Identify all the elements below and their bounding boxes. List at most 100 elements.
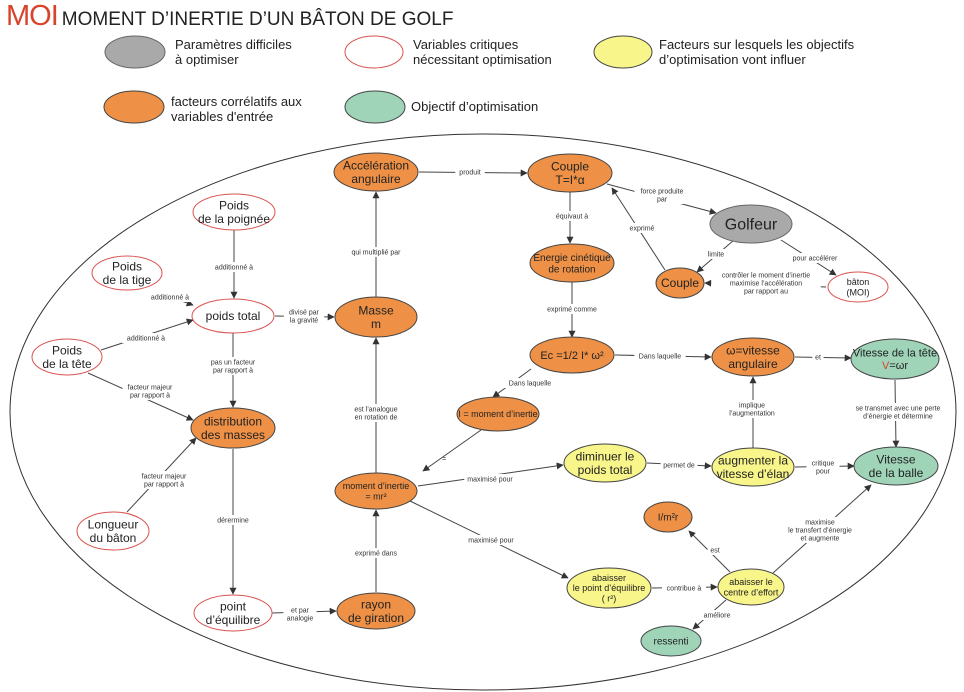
- node-shape-dimin: [563, 443, 647, 483]
- edge-label-11-0: divisé par: [289, 310, 320, 317]
- node-ptotal: poids total: [191, 298, 275, 334]
- edge-label-bg-20: [724, 400, 780, 418]
- node-shape-ec: [529, 336, 615, 374]
- node-shape-longueur: [76, 511, 150, 551]
- edge-3: exprimé: [611, 187, 666, 271]
- node-label-point-0: point: [220, 599, 247, 613]
- edge-label-25-1: par rapport à: [144, 482, 184, 489]
- node-imoment: I = moment d’inertie: [456, 396, 540, 432]
- node-label-masse-1: m: [371, 317, 381, 331]
- edge-label-6-2: par rapport au: [744, 289, 788, 296]
- edge-label-bg-11: [283, 307, 325, 325]
- edge-label-bg-28: [352, 548, 400, 558]
- node-imr: I/m²r: [643, 501, 693, 533]
- edge-label-15-0: Dans laquelle: [509, 381, 552, 388]
- node-shape-moment: [334, 472, 418, 510]
- node-label-point-1: d’équilibre: [206, 613, 261, 627]
- node-couple2: Couple: [655, 267, 705, 299]
- node-shape-abaisser2: [717, 568, 785, 606]
- edge-30: est: [688, 530, 731, 573]
- edge-label-23-1: pour: [816, 469, 831, 476]
- edge-5: pour accélérer: [780, 239, 843, 276]
- edge-19: =: [422, 429, 482, 472]
- legend-swatch-white: [344, 35, 404, 69]
- node-label-dimin-0: diminuer le: [576, 449, 635, 463]
- edge-label-33-0: et par: [291, 608, 310, 615]
- node-label-golfeur-0: Golfeur: [725, 217, 778, 234]
- edge-label-33-1: analogie: [287, 616, 314, 623]
- node-label-augm-0: augmenter la: [718, 453, 788, 467]
- edge-label-21-0: se transmet avec une perte: [856, 406, 941, 413]
- node-label-dimin-1: poids total: [578, 463, 633, 477]
- edge-26: dérermine: [214, 449, 252, 595]
- node-label-omega-0: ω=vitesse: [726, 343, 780, 357]
- node-label-rayon-1: de giration: [348, 611, 404, 625]
- node-shape-masse: [334, 296, 418, 338]
- node-shape-point: [193, 594, 273, 632]
- edge-label-30-0: est: [710, 548, 719, 555]
- edge-label-bg-31: [661, 583, 707, 593]
- edge-label-31-0: contribue à: [667, 586, 702, 593]
- node-label-baton-0: bâton: [847, 277, 870, 287]
- edge-label-13-0: Dans laquelle: [639, 354, 682, 361]
- edge-label-bg-26: [214, 515, 252, 525]
- edge-label-bg-33: [283, 605, 317, 623]
- edge-label-bg-32: [700, 610, 734, 620]
- node-label-ressenti-0: ressenti: [653, 637, 688, 648]
- edge-label-bg-7: [343, 247, 409, 257]
- node-label-vballe-1: de la balle: [869, 466, 924, 480]
- node-moment: moment d’inertie= mr²: [334, 472, 418, 510]
- edge-label-bg-15: [504, 378, 556, 388]
- edge-label-bg-9: [146, 292, 194, 302]
- edge-label-bg-24: [464, 474, 516, 484]
- edge-10: additionné à: [100, 318, 194, 351]
- edge-8: additionné à: [210, 230, 258, 299]
- node-label-tete-0: Poids: [52, 343, 82, 357]
- edge-label-16-1: par rapport à: [213, 368, 253, 375]
- edge-label-bg-18: [348, 404, 404, 422]
- node-label-ec-0: Ec =1/2 I* ω²: [540, 350, 604, 362]
- node-label-abaisser-2: ( r²): [602, 594, 617, 604]
- node-label-abaisser-0: abaisser: [592, 573, 626, 583]
- edge-27: maximisé pour: [409, 500, 569, 579]
- node-label-omega-1: angulaire: [728, 357, 778, 371]
- edge-label-29-0: maximise: [805, 520, 835, 527]
- edge-label-bg-16: [205, 357, 261, 375]
- node-shape-ressenti: [640, 625, 702, 657]
- node-label-baton-1: (MOI): [847, 287, 870, 297]
- edge-label-bg-23: [806, 458, 840, 476]
- edge-14: et: [794, 352, 852, 362]
- node-label-tige-1: de la tige: [103, 273, 152, 287]
- node-label-augm-1: vitesse d’élan: [717, 467, 790, 481]
- node-baton: bâton(MOI): [827, 271, 889, 303]
- edge-label-27-0: maximisé pour: [468, 538, 514, 545]
- edge-label-17-0: facteur majeur: [128, 385, 173, 392]
- edge-label-26-0: dérermine: [217, 518, 249, 525]
- node-label-couple-1: T=I*α: [555, 173, 584, 187]
- node-label-vtete-0: Vitesse de la tête: [853, 348, 937, 360]
- node-label-abaisser2-0: abaisser le: [729, 577, 773, 587]
- node-shape-abaisser: [566, 567, 652, 609]
- legend-swatch-yellow: [593, 35, 653, 69]
- edge-22: permet de: [646, 460, 712, 470]
- node-label-tete-1: de la tête: [42, 357, 92, 371]
- edge-label-3-0: exprimé: [630, 226, 655, 233]
- edge-label-22-0: permet de: [663, 463, 695, 470]
- edge-label-0-0: produit: [459, 170, 480, 177]
